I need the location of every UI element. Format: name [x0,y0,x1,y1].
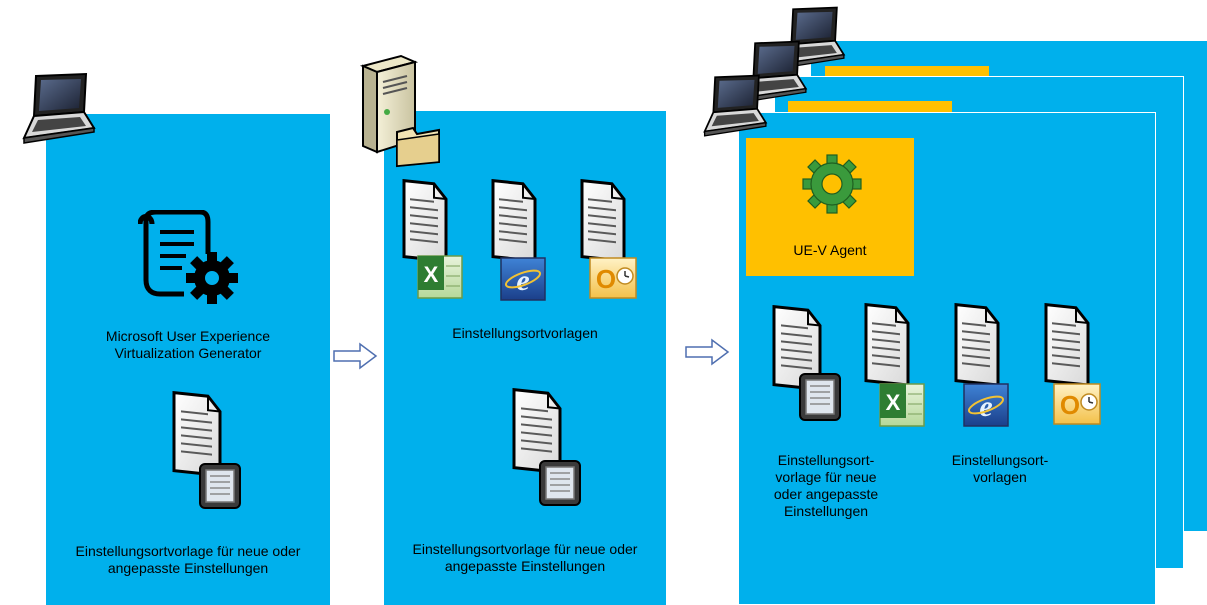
document-excel-icon: X [398,176,468,316]
svg-text:e: e [979,390,992,423]
svg-text:O: O [596,264,616,294]
document-excel-icon: X [860,300,930,440]
server-folder-icon [357,48,447,168]
panel3-custom-template-label: Einstellungsort- vorlage für neue oder a… [773,452,879,519]
ue-v-agent-label: UE-V Agent [793,242,867,258]
panel3-templates-label: Einstellungsort- vorlagen [951,452,1049,485]
generator-label: Microsoft User Experience Virtualization… [105,328,271,361]
laptop-icon [690,72,770,142]
document-template-icon [768,302,848,432]
arrow-right-icon [332,342,380,370]
document-template-icon [168,388,248,518]
svg-text:O: O [1060,390,1080,420]
svg-text:X: X [886,390,901,415]
document-template-icon [508,385,588,515]
generator-panel [46,114,330,605]
document-gear-icon [138,210,248,310]
svg-text:X: X [424,262,439,287]
arrow-right-icon [684,338,732,366]
panel2-template-label: Einstellungsortvorlage für neue oder ang… [412,541,638,574]
laptop-icon [8,70,98,150]
svg-text:e: e [516,264,529,297]
panel1-template-label: Einstellungsortvorlage für neue oder ang… [75,543,301,576]
document-ie-icon: e [950,300,1020,440]
document-outlook-icon: O [576,176,646,316]
panel2-templates-label: Einstellungsortvorlagen [452,325,598,341]
document-ie-icon: e [487,176,557,316]
document-outlook-icon: O [1040,300,1110,440]
gear-icon [800,152,864,216]
